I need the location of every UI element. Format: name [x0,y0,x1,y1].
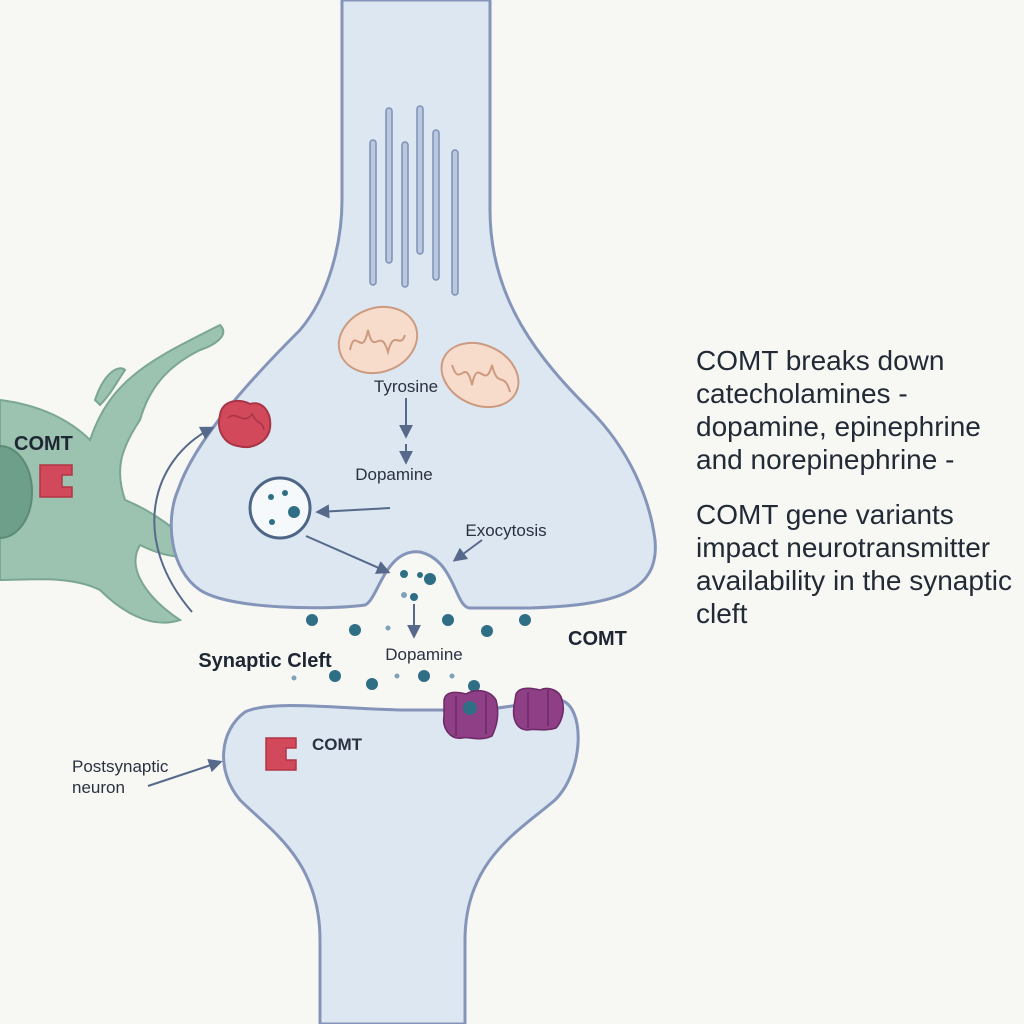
postsynaptic-label-line1: Postsynaptic [72,757,169,776]
glial-cell [0,323,225,624]
presynaptic-terminal [169,0,657,610]
synaptic-vesicle [248,476,312,540]
comt-cleft-label: COMT [568,628,627,650]
comt-enzyme-glia [39,464,73,498]
postsynaptic-neuron [222,698,580,1024]
comt-postsynaptic-label: COMT [312,735,363,754]
dopamine-molecules [400,570,436,601]
comt-variants-text: COMT gene variants impact neurotransmitt… [696,499,1012,629]
exocytosis-label: Exocytosis [465,521,546,540]
explanation-panel: COMT breaks down catecholamines - dopami… [696,344,1016,652]
comt-enzyme-postsynaptic [265,737,297,771]
comt-function-text: COMT breaks down catecholamines - dopami… [696,345,981,475]
uptake-arrow [153,426,215,613]
mitochondrion [337,305,419,375]
dopamine-synthesis-label: Dopamine [355,465,433,484]
exocytosis-arrow [452,539,483,562]
dopamine-cleft-label: Dopamine [385,645,463,664]
glia-nucleus [0,445,33,539]
release-arrow [305,535,391,574]
postsynaptic-label-line2: neuron [72,778,125,797]
cleft-dopamine [291,614,531,692]
dopamine-receptor [512,687,565,731]
comt-glia-label: COMT [14,433,73,455]
mitochondrion [440,341,520,409]
microtubules [369,105,459,296]
comt-enzyme-extracellular [218,399,272,448]
postsynaptic-pointer-arrow [147,758,223,787]
tyrosine-label: Tyrosine [374,377,438,396]
packaging-arrow [315,504,391,519]
dopamine-receptor [442,689,499,740]
synaptic-cleft-label: Synaptic Cleft [198,650,332,672]
